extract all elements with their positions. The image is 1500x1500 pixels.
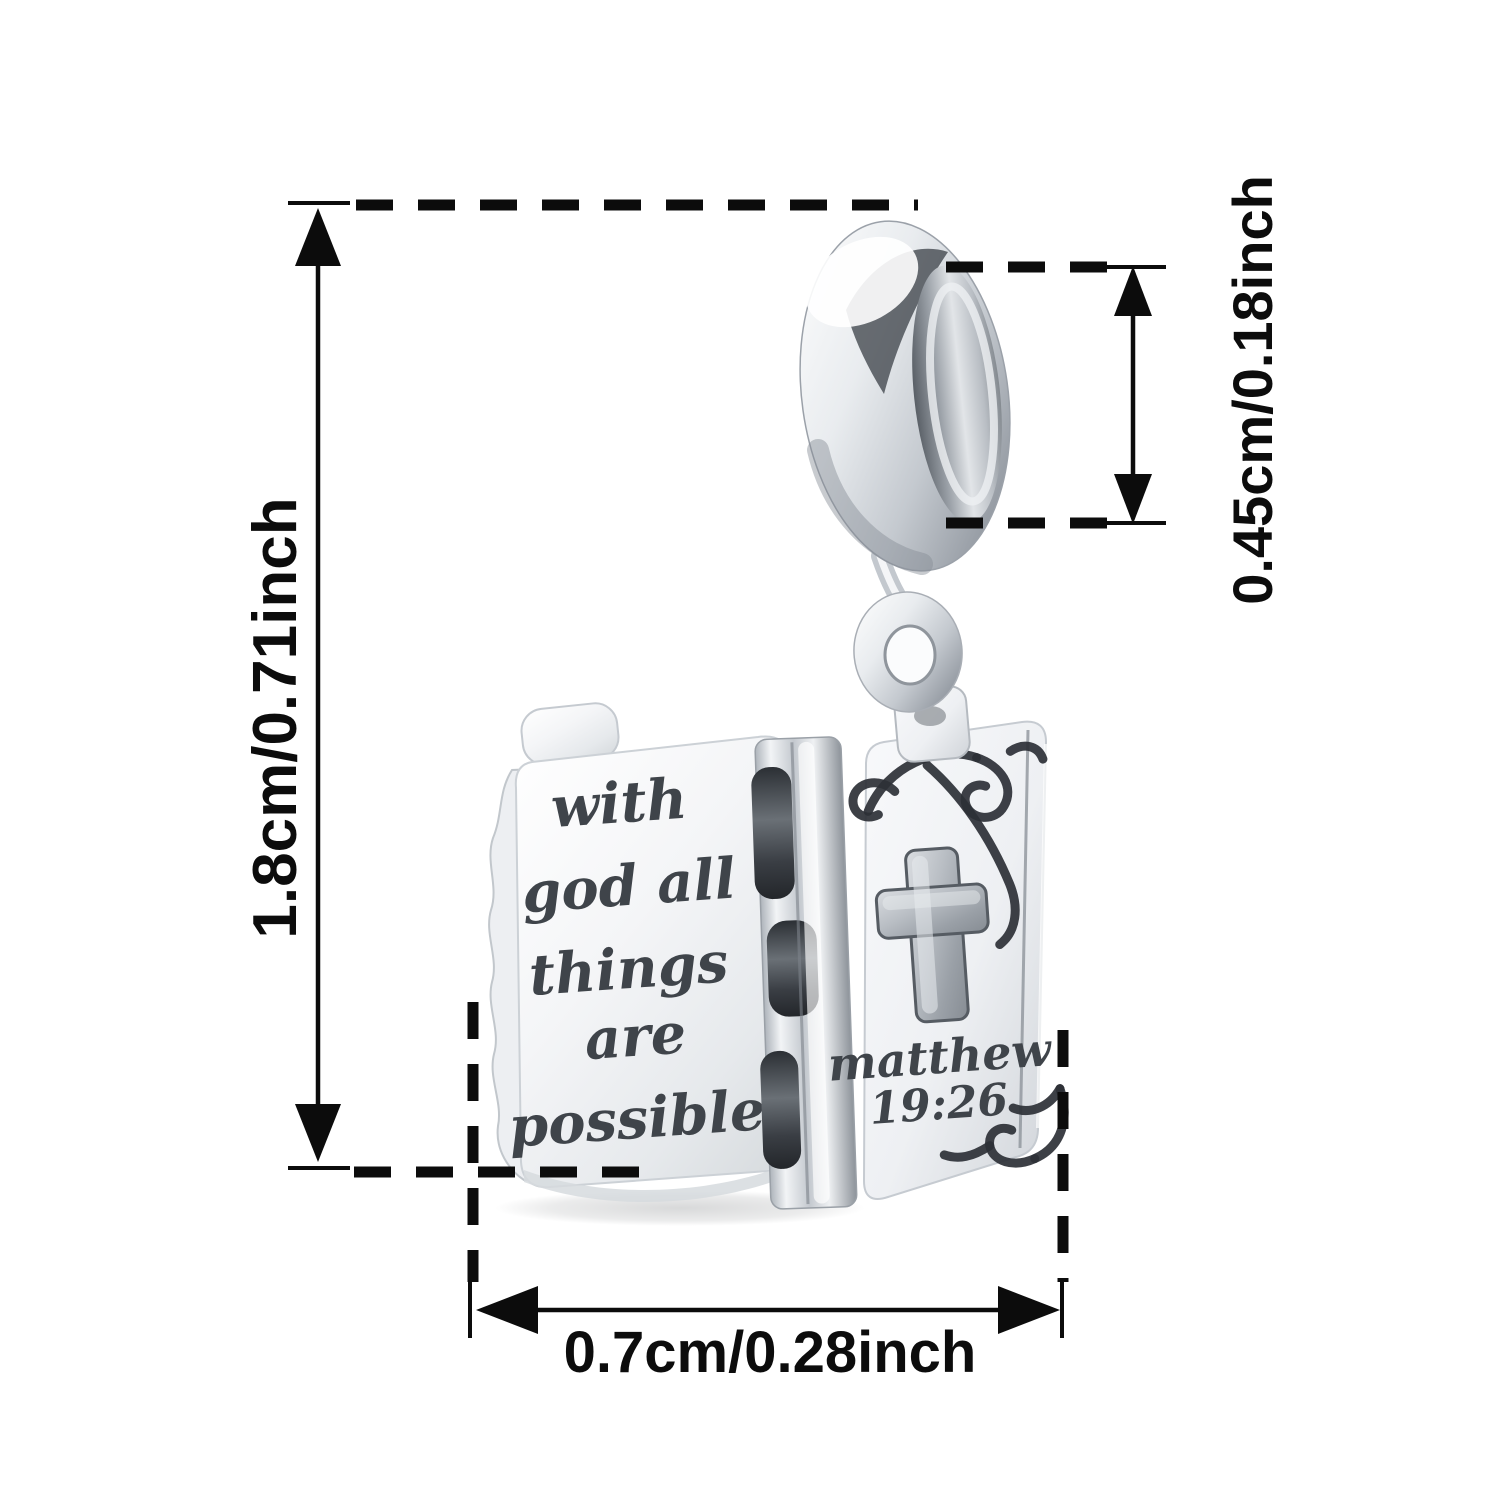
height-dimension-label: 1.8cm/0.71inch xyxy=(241,497,310,938)
bail-ring xyxy=(799,220,1011,575)
page-engraving-line: god all xyxy=(520,846,738,927)
height-arrow-up-head xyxy=(295,208,341,266)
hinge-pin-line xyxy=(790,742,810,1205)
width-arrow-right-head xyxy=(998,1286,1060,1334)
width-arrow-left-head xyxy=(476,1286,538,1334)
cover-foredge-highlight xyxy=(1036,743,1048,1129)
bail-hole-inner-wall xyxy=(926,282,998,506)
cover-engraving-line2: 19:26 xyxy=(868,1074,1010,1135)
page-engraving-line: things xyxy=(527,929,730,1009)
bail-hole-dimension-label: 0.45cm/0.18inch xyxy=(1221,175,1284,605)
cover-crease-line xyxy=(1018,729,1030,1149)
jump-ring-hole xyxy=(883,624,937,686)
bail-shading xyxy=(807,439,933,575)
book-hinge xyxy=(751,736,858,1210)
book-page: with god all things are possible xyxy=(488,702,808,1203)
page-engraving-line: are xyxy=(582,1000,688,1073)
width-dimension-label: 0.7cm/0.28inch xyxy=(564,1320,977,1385)
width-dimension: 0.7cm/0.28inch xyxy=(467,1002,1069,1385)
charm-photo: with god all things are possible xyxy=(488,220,1069,1226)
hole-arrow-down-head xyxy=(1114,474,1152,524)
cross-icon xyxy=(874,846,990,1024)
page-bottom-edge xyxy=(524,1160,798,1203)
book-cover: matthew 19:26 xyxy=(826,685,1069,1200)
height-dimension: 1.8cm/0.71inch xyxy=(241,199,918,1178)
hinge-slot xyxy=(751,766,795,900)
jump-ring xyxy=(853,591,963,713)
page-engraving: with god all things are possible xyxy=(507,766,768,1161)
hinge-highlight xyxy=(798,741,830,1204)
bail-highlight xyxy=(805,236,919,328)
hinge-slot xyxy=(760,1050,802,1169)
bail-hole-dimension: 0.45cm/0.18inch xyxy=(946,175,1284,605)
height-arrow-down-head xyxy=(295,1104,341,1162)
page-engraving-line: with xyxy=(549,766,689,841)
hole-arrow-up-head xyxy=(1114,266,1152,316)
